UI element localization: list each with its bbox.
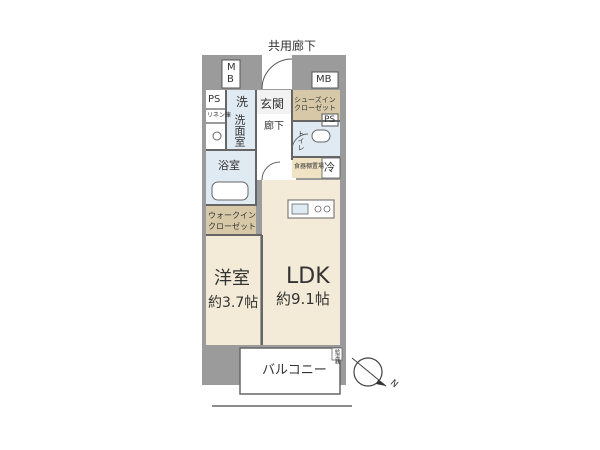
label-entrance: 玄関: [260, 97, 285, 111]
ps-left-box: [206, 90, 226, 108]
label-hallway: 廊下: [264, 121, 284, 132]
stove-burner-2: [323, 205, 331, 213]
washbasin: [212, 131, 222, 141]
hall-door-swing: [261, 161, 281, 181]
label-ps-right: PS: [324, 115, 336, 125]
entry-opening: [262, 55, 292, 89]
label-walkin-line1: ウォークイン: [208, 211, 256, 220]
label-linen: リネン庫: [207, 112, 232, 119]
walkin-closet-floor: [206, 206, 256, 234]
label-toilet: トイレ: [297, 130, 305, 151]
toilet-door-swing: [291, 133, 309, 151]
balcony-area: [239, 347, 341, 395]
pantry-floor: [292, 158, 322, 178]
entrance-floor: [256, 90, 292, 114]
label-washroom: 洗面室: [233, 114, 246, 147]
label-balcony-note: 給湯器: [334, 349, 340, 364]
label-walkin-line2: クローゼット: [208, 222, 256, 231]
kitchen-sink: [291, 203, 309, 215]
label-ldk-size: 約9.1帖: [276, 290, 330, 308]
label-corridor: 共用廊下: [268, 39, 317, 53]
label-western-room: 洋室: [214, 268, 250, 289]
label-ps-left: PS: [208, 94, 221, 105]
compass: [351, 357, 387, 387]
linen-box: [206, 110, 226, 122]
label-western-size: 約3.7帖: [208, 295, 259, 311]
label-pantry: 食器棚置場: [294, 163, 325, 170]
label-mb-right: MB: [316, 74, 332, 85]
label-fridge: 冷: [324, 161, 335, 174]
mb-right-box: [311, 71, 339, 89]
label-mb-bottom: B: [227, 74, 234, 85]
water-heater: [331, 347, 343, 361]
label-laundry: 洗: [236, 95, 249, 109]
mb-left-box: [221, 59, 241, 89]
partitions: [206, 90, 340, 345]
label-mb-top: M: [227, 62, 236, 73]
toilet-fixture: [311, 129, 331, 143]
bathtub: [211, 181, 249, 201]
label-balcony: バルコニー: [262, 363, 327, 378]
entry-door-swing: [261, 58, 293, 90]
washroom-floor: [226, 90, 256, 150]
label-bath: 浴室: [218, 159, 240, 172]
label-shoe-closet: シューズインクローゼット: [294, 96, 336, 113]
stove-burner-1: [314, 205, 322, 213]
label-ldk: LDK: [286, 264, 330, 289]
western-room-floor: [206, 236, 260, 345]
